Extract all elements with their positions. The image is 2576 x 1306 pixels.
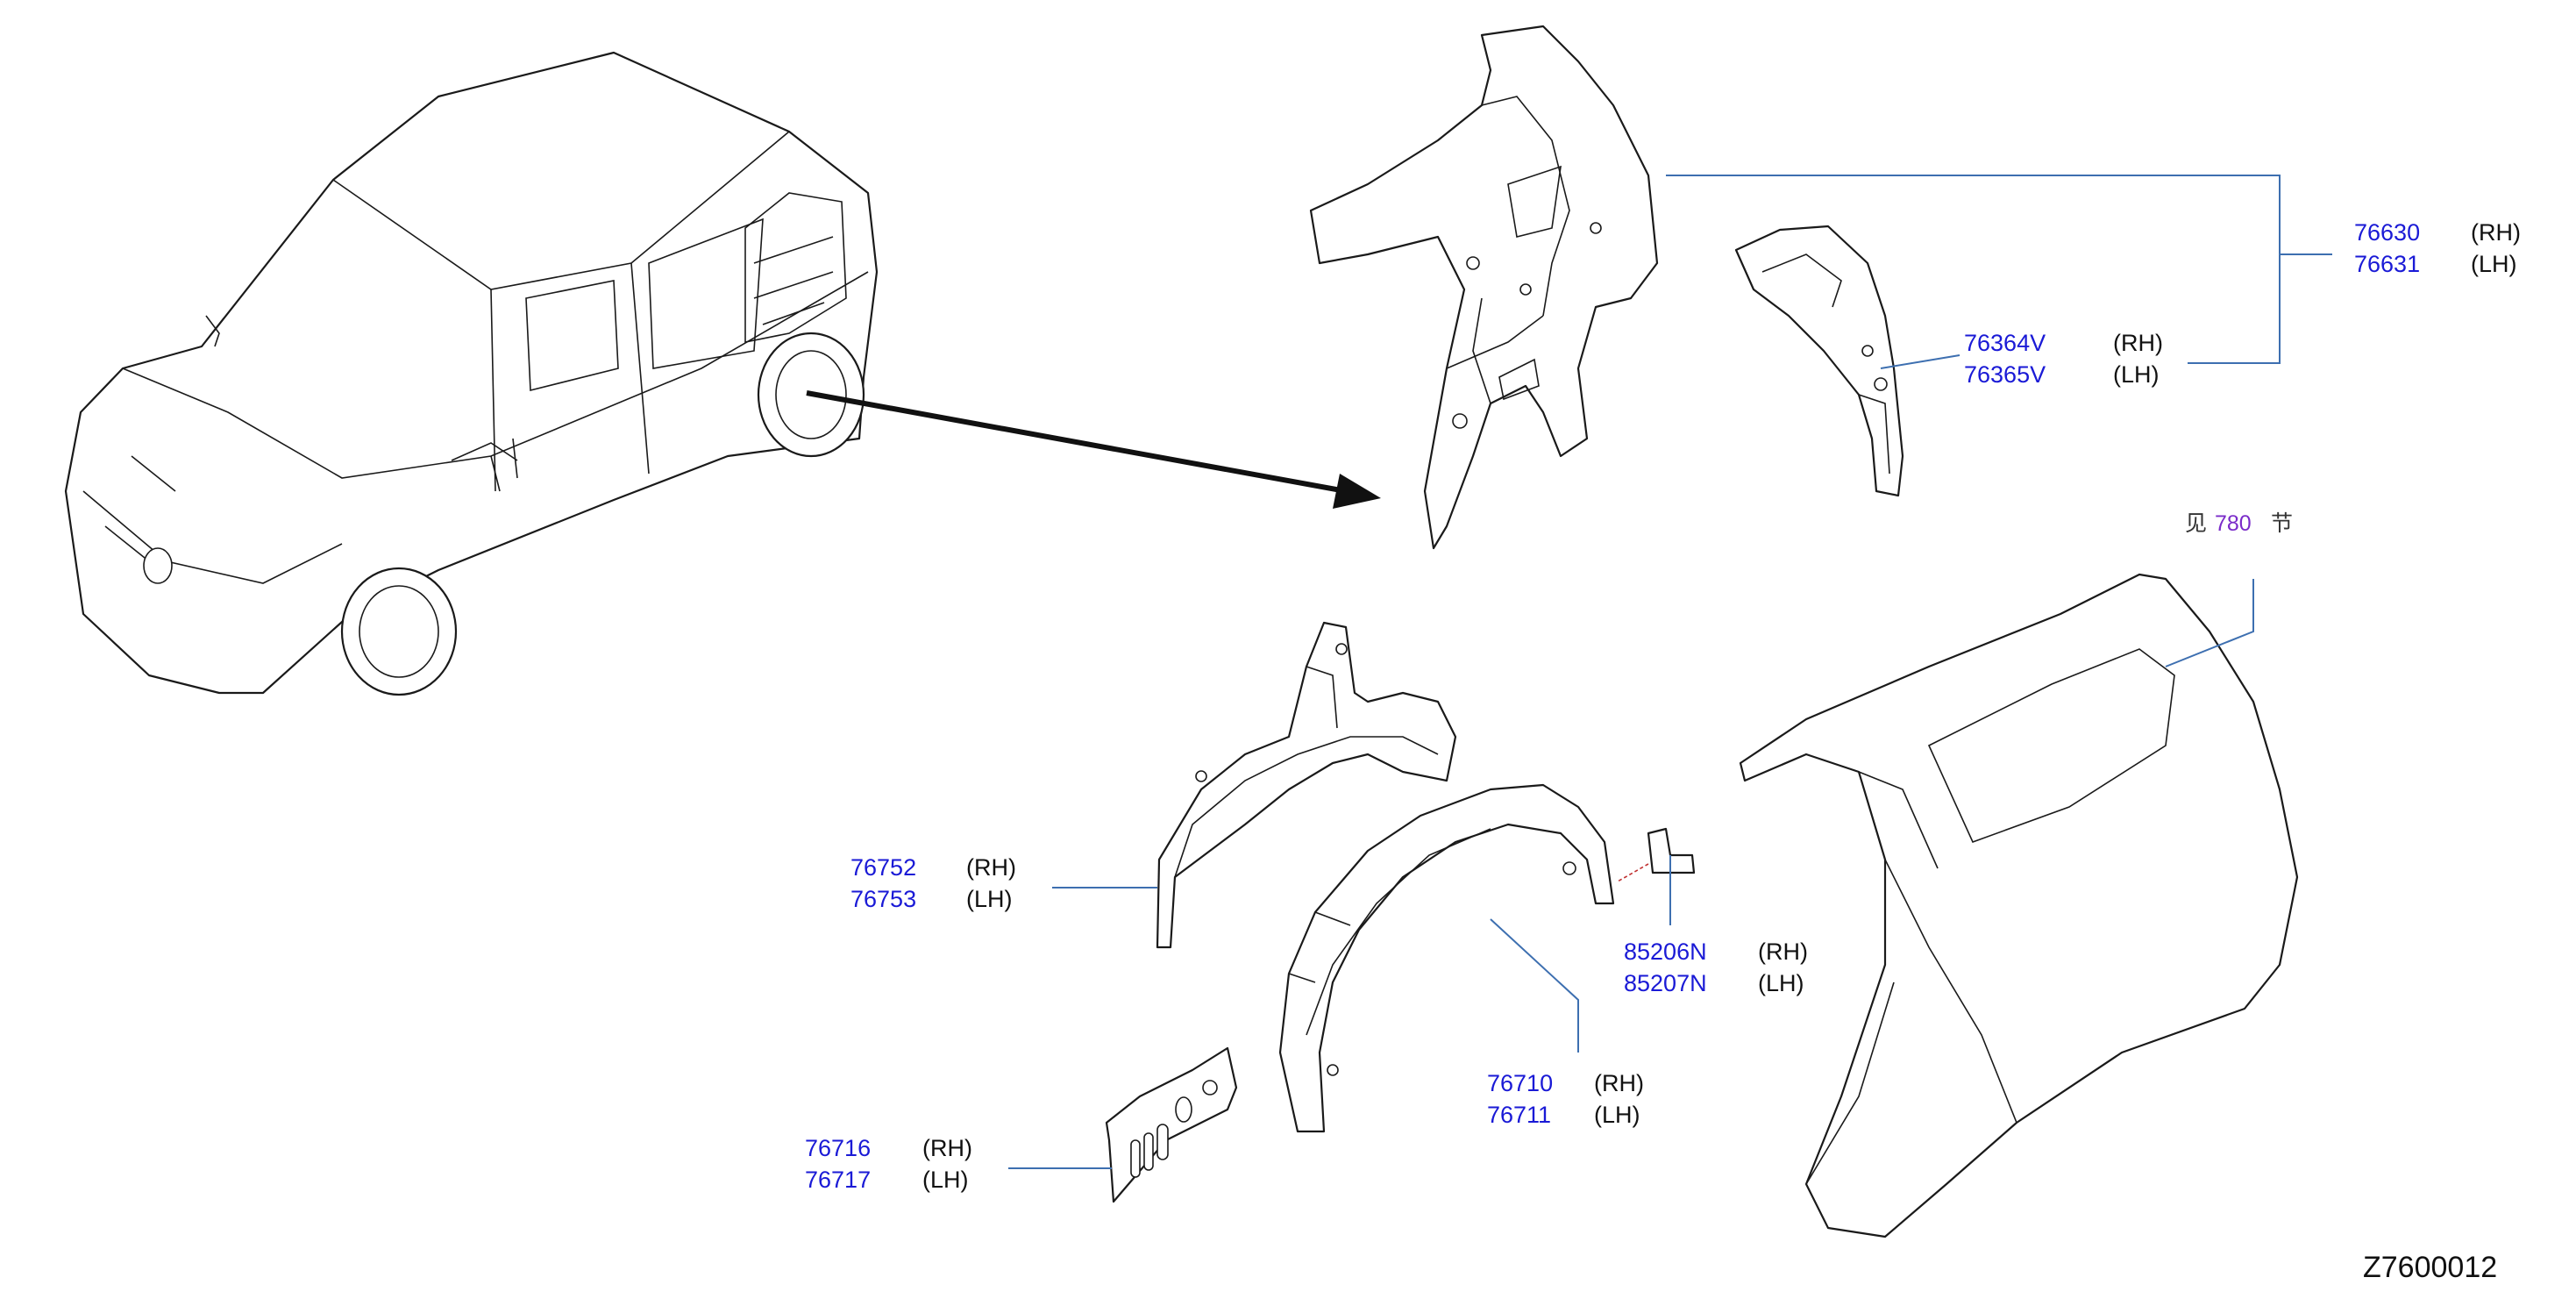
side-rh-label: (RH) bbox=[966, 854, 1016, 881]
part-number-76711[interactable]: 76711 bbox=[1487, 1102, 1552, 1128]
part-76716-panel bbox=[1105, 1046, 1238, 1203]
part-number-76364v[interactable]: 76364V bbox=[1964, 330, 2046, 356]
vehicle-illustration bbox=[64, 51, 879, 696]
part-76364v-bracket bbox=[1734, 225, 1904, 497]
side-rh-label: (RH) bbox=[922, 1135, 972, 1161]
reference-prefix: 见 bbox=[2185, 511, 2208, 536]
part-number-76710[interactable]: 76710 bbox=[1487, 1070, 1554, 1096]
part-number-76365v[interactable]: 76365V bbox=[1964, 361, 2046, 388]
part-number-76717[interactable]: 76717 bbox=[805, 1167, 872, 1193]
side-rh-label: (RH) bbox=[1594, 1070, 1644, 1096]
part-number-85206n[interactable]: 85206N bbox=[1624, 938, 1707, 965]
side-lh-label: (LH) bbox=[1758, 970, 1804, 996]
part-number-76630[interactable]: 76630 bbox=[2354, 219, 2421, 246]
diagram-code: Z7600012 bbox=[2363, 1251, 2498, 1284]
leader-lines bbox=[1008, 175, 2332, 1169]
side-rh-label: (RH) bbox=[1758, 938, 1808, 965]
side-rh-label: (RH) bbox=[2113, 330, 2163, 356]
part-number-76752[interactable]: 76752 bbox=[850, 854, 917, 881]
side-lh-label: (LH) bbox=[1594, 1102, 1640, 1128]
part-76752-wheel-house bbox=[1156, 621, 1457, 949]
reference-suffix: 节 bbox=[2271, 511, 2294, 536]
part-76630-inner-panel bbox=[1309, 25, 1659, 550]
side-rh-label: (RH) bbox=[2471, 219, 2521, 246]
part-number-76716[interactable]: 76716 bbox=[805, 1135, 872, 1161]
side-lh-label: (LH) bbox=[2471, 251, 2517, 277]
body-side-outer-panel bbox=[1739, 573, 2299, 1238]
part-85206n-bracket bbox=[1617, 827, 1696, 882]
side-lh-label: (LH) bbox=[922, 1167, 969, 1193]
reference-section-780[interactable]: 780 bbox=[2215, 511, 2252, 536]
part-number-85207n[interactable]: 85207N bbox=[1624, 970, 1707, 996]
pointer-arrow bbox=[806, 390, 1381, 509]
part-76710-wheel-house-outer bbox=[1278, 783, 1615, 1133]
side-lh-label: (LH) bbox=[966, 886, 1013, 912]
side-lh-label: (LH) bbox=[2113, 361, 2160, 388]
part-number-76631[interactable]: 76631 bbox=[2354, 251, 2421, 277]
part-number-76753[interactable]: 76753 bbox=[850, 886, 917, 912]
